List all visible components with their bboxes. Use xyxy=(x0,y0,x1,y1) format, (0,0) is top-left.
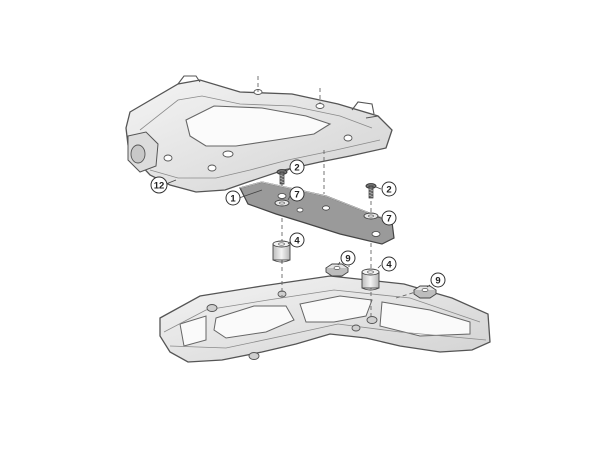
callout-7-right: 7 xyxy=(381,210,397,226)
callout-7-right-label: 7 xyxy=(386,214,391,225)
callout-1: 1 xyxy=(225,190,241,206)
callout-7-left: 7 xyxy=(289,186,305,202)
callout-4-left-label: 4 xyxy=(294,236,300,247)
callout-4-left: 4 xyxy=(289,232,305,248)
spacer-right xyxy=(361,268,380,291)
rear-rack-frame xyxy=(159,275,491,363)
nut-left xyxy=(325,263,349,277)
callout-1-label: 1 xyxy=(230,194,236,205)
callout-9-right-label: 9 xyxy=(435,276,440,287)
washer-left xyxy=(274,199,290,207)
spacer-left xyxy=(272,240,291,263)
callout-12: 12 xyxy=(150,176,168,194)
callout-2-right-label: 2 xyxy=(386,185,391,196)
callout-7-left-label: 7 xyxy=(294,190,299,201)
nut-right xyxy=(413,285,437,299)
callout-2-left: 2 xyxy=(289,159,305,175)
screw-right xyxy=(365,183,377,199)
callout-12-label: 12 xyxy=(154,181,165,192)
top-mounting-plate xyxy=(125,75,393,193)
callout-9-right: 9 xyxy=(430,272,446,288)
callout-4-right-label: 4 xyxy=(386,260,392,271)
callout-9-left-label: 9 xyxy=(345,254,350,265)
washer-right xyxy=(363,212,379,220)
adapter-plate xyxy=(239,181,395,245)
callout-2-left-label: 2 xyxy=(294,163,299,174)
callout-9-left: 9 xyxy=(340,250,356,266)
callout-4-right: 4 xyxy=(381,256,397,272)
screw-left xyxy=(276,169,288,185)
callout-2-right: 2 xyxy=(381,181,397,197)
